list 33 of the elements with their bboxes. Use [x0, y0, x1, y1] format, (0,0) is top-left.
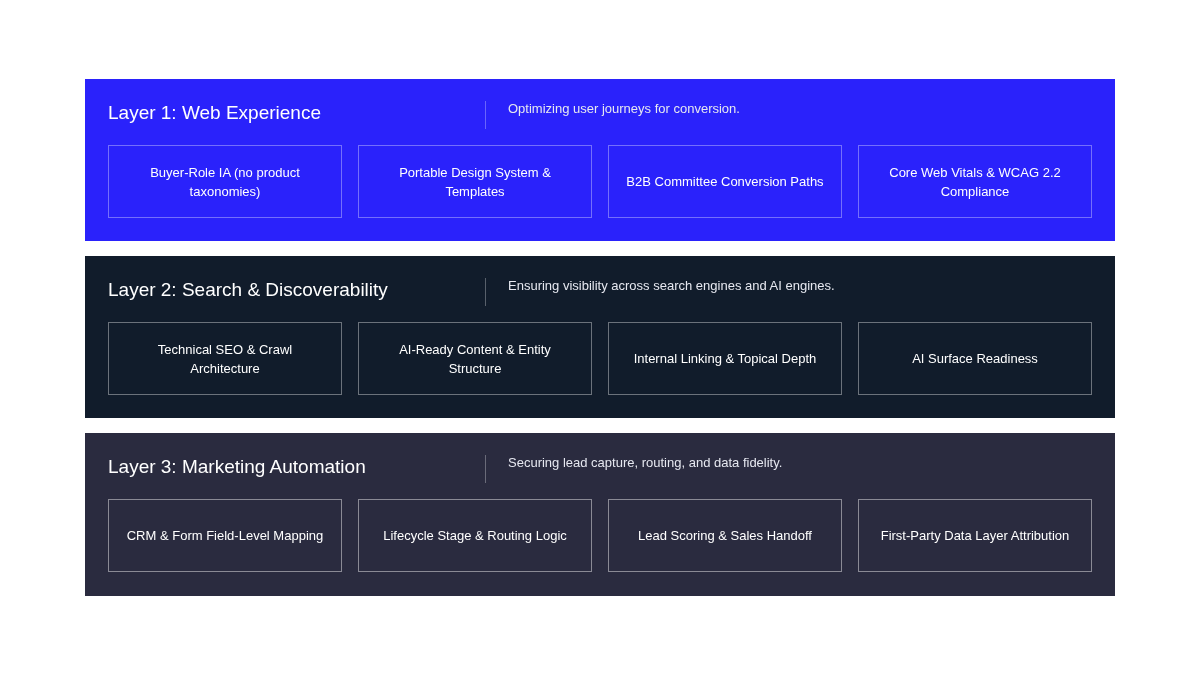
- capability-label: First-Party Data Layer Attribution: [880, 527, 1070, 545]
- layer-heading: Layer 2: Search & Discoverability: [108, 278, 388, 302]
- layer-panel: [85, 433, 1115, 596]
- capability-label: AI-Ready Content & Entity Structure: [398, 340, 552, 378]
- capability-box: [858, 322, 1092, 395]
- capability-label: AI Surface Readiness: [912, 350, 1038, 368]
- layer-description: Ensuring visibility across search engines and AI engines.: [508, 277, 835, 295]
- layer-description: Optimizing user journeys for conversion.: [508, 100, 740, 118]
- capability-label: Core Web Vitals & WCAG 2.2 Compliance: [888, 163, 1062, 201]
- layer-panel: [85, 79, 1115, 241]
- capability-box: [608, 499, 842, 572]
- capability-box: [608, 322, 842, 395]
- capability-label: Technical SEO & Crawl Architecture: [156, 340, 294, 378]
- layer-heading: Layer 1: Web Experience: [108, 101, 321, 125]
- capability-box: [608, 145, 842, 218]
- capability-label: B2B Committee Conversion Paths: [626, 173, 824, 191]
- capability-label: Portable Design System & Templates: [398, 163, 552, 201]
- capability-label: Buyer-Role IA (no product taxonomies): [149, 163, 301, 201]
- layer-description: Securing lead capture, routing, and data fidelity.: [508, 454, 783, 472]
- capability-box: [108, 499, 342, 572]
- layer-heading: Layer 3: Marketing Automation: [108, 455, 366, 479]
- capability-box: [108, 322, 342, 395]
- capability-label: Lead Scoring & Sales Handoff: [638, 527, 812, 545]
- capability-label: Internal Linking & Topical Depth: [633, 350, 817, 368]
- capability-box: [358, 499, 592, 572]
- capability-box: [358, 145, 592, 218]
- capability-label: Lifecycle Stage & Routing Logic: [383, 527, 567, 545]
- capability-box: [858, 145, 1092, 218]
- layer-panel: [85, 256, 1115, 418]
- capability-box: [858, 499, 1092, 572]
- capability-box: [358, 322, 592, 395]
- capability-box: [108, 145, 342, 218]
- capability-label: CRM & Form Field-Level Mapping: [126, 527, 324, 545]
